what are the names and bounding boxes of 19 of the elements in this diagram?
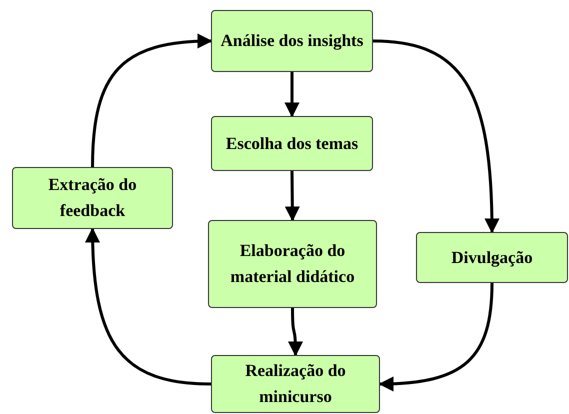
step-label: Elaboração do material didático xyxy=(229,240,356,288)
arrow xyxy=(378,282,494,392)
step-label: Escolha dos temas xyxy=(226,132,358,154)
process-box xyxy=(211,355,380,413)
arrow xyxy=(372,40,500,234)
step-label: Extração do feedback xyxy=(47,174,138,222)
process-box xyxy=(208,220,377,308)
step-label: Análise dos insights xyxy=(220,30,364,52)
step-label: Realização do minicurso xyxy=(244,360,347,408)
arrow xyxy=(91,34,212,168)
process-box xyxy=(12,167,173,229)
arrow xyxy=(284,170,300,222)
process-box xyxy=(416,232,568,283)
step-label: Divulgação xyxy=(451,246,533,269)
arrow xyxy=(284,72,300,118)
arrow xyxy=(85,228,212,386)
process-box xyxy=(211,10,373,72)
arrow xyxy=(288,308,303,356)
process-box xyxy=(211,116,373,171)
